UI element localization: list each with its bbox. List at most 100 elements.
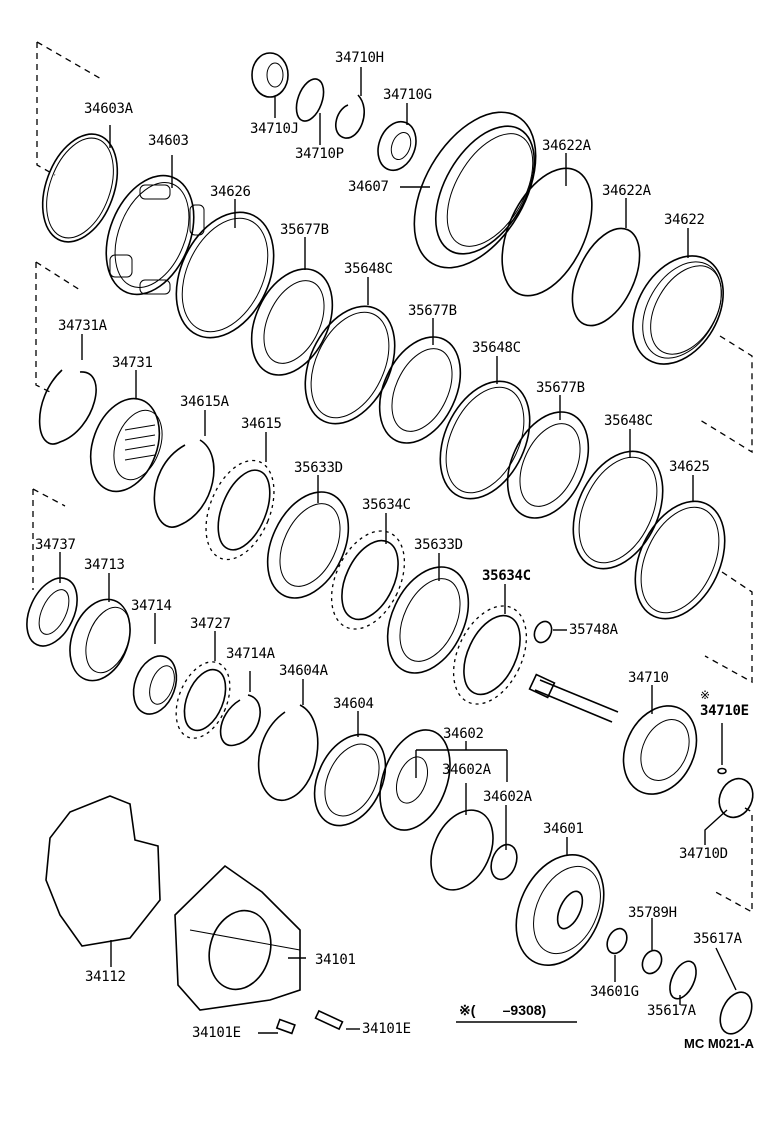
part-label-35648C-1: 35648C [344,261,393,277]
part-label-34602: 34602 [443,726,484,742]
part-label-34601: 34601 [543,821,584,837]
nut-34710J [251,52,289,98]
part-label-34710H: 34710H [335,50,384,66]
bearing-34737 [26,577,78,647]
part-label-34604: 34604 [333,696,374,712]
plate-35648C-2 [439,380,531,500]
figure-code: MC M021-A [684,1036,755,1051]
piston-34622 [632,255,724,365]
part-label-34604A: 34604A [279,663,328,679]
pump-cover-34602 [379,729,451,831]
disc-35633D-2 [386,566,470,674]
snap-ring-34603A [41,133,119,243]
snap-ring-34710P [295,78,325,122]
part-label-34625: 34625 [669,459,710,475]
part-label-34601G: 34601G [590,984,639,1000]
pump-body-34601 [515,853,605,967]
disc-35677B-3 [506,411,590,519]
part-label-35677B-3: 35677B [536,380,585,396]
part-label-34603A: 34603A [84,101,133,117]
part-label-35633D-1: 35633D [294,460,343,476]
part-label-34710J: 34710J [250,121,299,137]
group-bracket-3 [32,488,66,590]
part-label-35677B-1: 35677B [280,222,329,238]
leader-lines [59,67,737,1034]
spring-retainer-34603 [105,174,205,296]
ring-35617A-2 [719,991,753,1035]
hub-34731 [89,397,163,493]
plate-34625 [634,500,726,620]
part-label-34602A-2: 34602A [483,789,532,805]
piston-34604 [313,733,387,827]
part-label-34101E-2: 34101E [362,1021,411,1037]
washer-34710D [718,777,754,819]
part-label-34101: 34101 [315,952,356,968]
plate-35648C-3 [572,450,664,570]
disc-35677B-1 [250,268,334,376]
group-bracket-1 [36,41,104,176]
gasket-34112 [45,795,161,947]
group-bracket-5 [704,571,753,684]
part-label-34731A: 34731A [58,318,107,334]
part-label-35634C-1: 35634C [362,497,411,513]
o-ring-34602A-1 [430,809,494,891]
group-bracket-2 [35,261,81,393]
part-label-34101E-1: 34101E [192,1025,241,1041]
part-label-35633D-2: 35633D [414,537,463,553]
bearing-34710G [377,120,417,172]
part-label-34710G: 34710G [383,87,432,103]
ring-34604A [257,704,319,801]
snap-ring-34731A [38,369,97,445]
part-label-35748A: 35748A [569,622,618,638]
bolt-34101E-1 [275,1018,296,1035]
plate-35634C-2 [452,605,528,705]
shaft-34710 [528,673,698,795]
part-label-34603: 34603 [148,133,189,149]
part-label-34710E: 34710E [700,703,749,719]
o-ring-34602A-2 [490,843,518,881]
part-label-34731: 34731 [112,355,153,371]
washer-34727 [175,661,231,739]
part-label-34607: 34607 [348,179,389,195]
snap-ring-34714A [219,694,261,747]
group-bracket-4 [699,335,753,454]
part-label-34602A-1: 34602A [442,762,491,778]
race-34713 [69,598,131,682]
part-label-34622A-2: 34622A [602,183,651,199]
part-label-34622A-1: 34622A [542,138,591,154]
footnote-mark-icon: ※ [700,688,710,702]
plate-35634C-1 [330,530,406,630]
roller-34714 [132,655,178,715]
part-label-34713: 34713 [84,557,125,573]
part-label-34714A: 34714A [226,646,275,662]
housing-34101 [174,864,301,1011]
gear-34601G [606,927,628,955]
pin-34710E [717,767,727,775]
part-label-34626: 34626 [210,184,251,200]
seal-35789H [641,949,663,975]
part-label-35677B-2: 35677B [408,303,457,319]
disc-35677B-2 [378,336,462,444]
part-label-34710P: 34710P [295,146,344,162]
group-bracket-6 [711,807,753,914]
plate-34615 [205,459,275,561]
part-label-34710: 34710 [628,670,669,686]
plate-34626 [175,211,275,339]
ring-35748A [533,620,553,644]
part-label-34622: 34622 [664,212,705,228]
o-ring-34622A-2 [571,227,641,327]
part-label-35648C-2: 35648C [472,340,521,356]
part-label-35648C-3: 35648C [604,413,653,429]
snap-ring-34615A [153,439,215,528]
part-label-34727: 34727 [190,616,231,632]
part-label-34615A: 34615A [180,394,229,410]
part-label-35617A-2: 35617A [647,1003,696,1019]
part-label-34714: 34714 [131,598,172,614]
part-label-35617A-1: 35617A [693,931,742,947]
part-label-34710D: 34710D [679,846,728,862]
part-label-35789H: 35789H [628,905,677,921]
disc-35633D-1 [266,491,350,599]
part-label-34615: 34615 [241,416,282,432]
